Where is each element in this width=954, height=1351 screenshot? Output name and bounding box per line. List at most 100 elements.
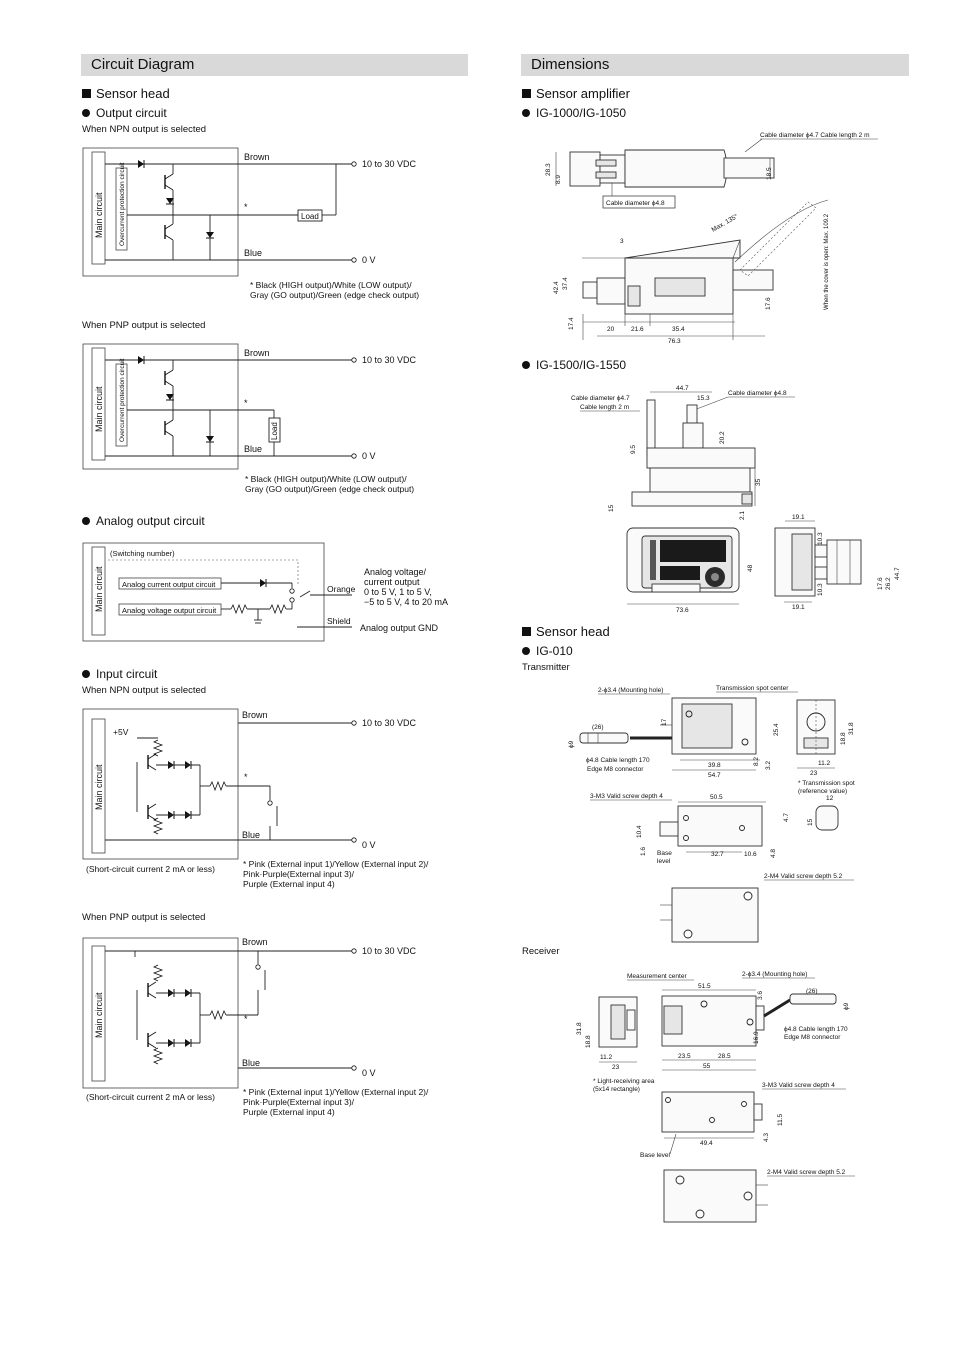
dim-19-1-bottom: 19.1 — [792, 604, 805, 611]
tx-dim-8-2: 8.2 — [753, 757, 760, 766]
dim-44-7: 44.7 — [676, 385, 689, 392]
rx-dim-31-8: 31.8 — [576, 1022, 583, 1035]
supply-label: 10 to 30 VDC — [362, 718, 417, 728]
tx-spot-note-1: * Transmission spot — [798, 780, 855, 787]
dim-17-6: 17.6 — [765, 297, 772, 310]
rx-dim-18-8: 18.8 — [585, 1035, 592, 1048]
transmitter-label: Transmitter — [522, 662, 570, 673]
bullet-icon — [522, 109, 530, 117]
cable-right-label: Cable diameter ϕ4.8 — [728, 390, 787, 397]
rx-cable-label-1: ϕ4.8 Cable length 170 — [784, 1026, 848, 1033]
circuit-diagram-header: Circuit Diagram — [81, 54, 468, 76]
tx-dim-12: 12 — [826, 795, 834, 802]
plus5v-label: +5V — [113, 727, 129, 737]
rx-dim-23-5: 23.5 — [678, 1053, 691, 1060]
square-bullet-icon — [522, 627, 531, 636]
bullet-icon — [82, 670, 90, 678]
tx-dim-31-8: 31.8 — [848, 722, 855, 735]
output-note-npn-2: Gray (GO output)/Green (edge check outpu… — [250, 290, 419, 300]
rx-dim-11-5: 11.5 — [777, 1113, 784, 1126]
tx-dim-50-5: 50.5 — [710, 794, 723, 801]
dimensions-header: Dimensions — [521, 54, 909, 76]
input-note-1: * Pink (External input 1)/Yellow (Extern… — [243, 859, 429, 869]
dim-15-3: 15.3 — [697, 395, 710, 402]
short-circuit-label: (Short-circuit current 2 mA or less) — [86, 864, 215, 874]
zero-v-label: 0 V — [362, 255, 376, 265]
brown-wire-label: Brown — [244, 152, 270, 162]
dim-18-5: 18.5 — [766, 167, 773, 180]
dim-19-1-top: 19.1 — [792, 514, 805, 521]
input-note-1: * Pink (External input 1)/Yellow (Extern… — [243, 1087, 429, 1097]
switching-number-label: (Switching number) — [110, 549, 175, 558]
output-note-pnp-2: Gray (GO output)/Green (edge check outpu… — [245, 484, 414, 494]
tx-dim-25-4: 25.4 — [773, 723, 780, 736]
dim-73-6: 73.6 — [676, 607, 689, 614]
zero-v-label: 0 V — [362, 451, 376, 461]
ig010-heading: IG-010 — [522, 644, 573, 658]
tx-dim-17: 17 — [661, 718, 668, 726]
ig1000-dimension-drawing: Cable diameter ϕ4.7 Cable length 2 m 28.… — [545, 132, 878, 345]
analog-gnd-label: Analog output GND — [360, 623, 439, 633]
dim-17-6: 17.6 — [877, 577, 884, 590]
asterisk: * — [244, 398, 248, 408]
input-circuit-heading: Input circuit — [82, 667, 157, 681]
output-note-npn-1: * Black (HIGH output)/White (LOW output)… — [250, 280, 412, 290]
dim-2-1: 2.1 — [739, 511, 746, 520]
rx-dim-11-2: 11.2 — [600, 1054, 613, 1061]
asterisk: * — [244, 772, 248, 782]
analog-desc-4: −5 to 5 V, 4 to 20 mA — [364, 597, 448, 607]
rx-cable-label-2: Edge M8 connector — [784, 1034, 841, 1041]
brown-wire-label: Brown — [242, 937, 268, 947]
asterisk: * — [244, 1014, 248, 1024]
analog-desc-2: current output — [364, 577, 420, 587]
input-note-3: Purple (External input 4) — [243, 879, 335, 889]
dim-10-3-a: 10.3 — [817, 532, 824, 545]
analog-output-heading: Analog output circuit — [82, 514, 205, 528]
tx-phi9: ϕ9 — [568, 740, 575, 748]
input-note-2: Pink·Purple(External input 3)/ — [243, 1097, 355, 1107]
dim-26-2: 26.2 — [885, 577, 892, 590]
dim-8-9: 8.9 — [555, 175, 562, 184]
supply-label: 10 to 30 VDC — [362, 355, 417, 365]
dim-48: 48 — [747, 564, 754, 572]
tx-dim-11-2: 11.2 — [818, 760, 831, 767]
tx-dim-26: (26) — [592, 724, 604, 731]
load-label: Load — [270, 422, 279, 440]
tx-dim-1-6: 1.6 — [640, 847, 647, 856]
rx-light-note-1: * Light-receiving area — [593, 1078, 655, 1085]
tx-base-label-2: level — [657, 858, 671, 865]
receiver-dimension-drawing: Measurement center 2-ϕ3.4 (Mounting hole… — [576, 971, 855, 1223]
rx-mounting-hole-label: 2-ϕ3.4 (Mounting hole) — [742, 971, 807, 978]
analog-current-label: Analog current output circuit — [122, 580, 216, 589]
rx-dim-16-9: 16.9 — [753, 1031, 760, 1044]
dim-10-3-b: 10.3 — [817, 583, 824, 596]
square-bullet-icon — [522, 89, 531, 98]
cable-left-label-2: Cable length 2 m — [580, 404, 629, 411]
orange-wire-label: Orange — [327, 584, 356, 594]
tx-base-label-1: Base — [657, 850, 672, 857]
zero-v-label: 0 V — [362, 1068, 376, 1078]
tx-m4-label: 2-M4 Valid screw depth 5.2 — [764, 873, 843, 880]
tx-dim-54-7: 54.7 — [708, 772, 721, 779]
bullet-icon — [522, 361, 530, 369]
tx-dim-4-7: 4.7 — [783, 813, 790, 822]
zero-v-label: 0 V — [362, 840, 376, 850]
tx-dim-32-7: 32.7 — [711, 851, 724, 858]
supply-label: 10 to 30 VDC — [362, 946, 417, 956]
output-note-pnp-1: * Black (HIGH output)/White (LOW output)… — [245, 474, 407, 484]
dim-28-3: 28.3 — [545, 163, 552, 176]
section-title: Dimensions — [531, 56, 610, 73]
tx-dim-23: 23 — [810, 770, 818, 777]
tx-spot-center-label: Transmission spot center — [716, 685, 789, 692]
dim-20: 20 — [607, 326, 615, 333]
cable-small-label: Cable diameter ϕ4.8 — [606, 200, 665, 207]
blue-wire-label: Blue — [242, 1058, 260, 1068]
blue-wire-label: Blue — [244, 248, 262, 258]
receiver-label: Receiver — [522, 946, 560, 957]
pnp-output-circuit: Brown Blue * 10 to 30 VDC 0 V Load Main … — [82, 343, 417, 494]
input-note-2: Pink·Purple(External input 3)/ — [243, 869, 355, 879]
rx-dim-3-6: 3.6 — [757, 991, 764, 1000]
ig1500-heading: IG-1500/IG-1550 — [522, 358, 626, 372]
dim-35: 35 — [755, 478, 762, 486]
